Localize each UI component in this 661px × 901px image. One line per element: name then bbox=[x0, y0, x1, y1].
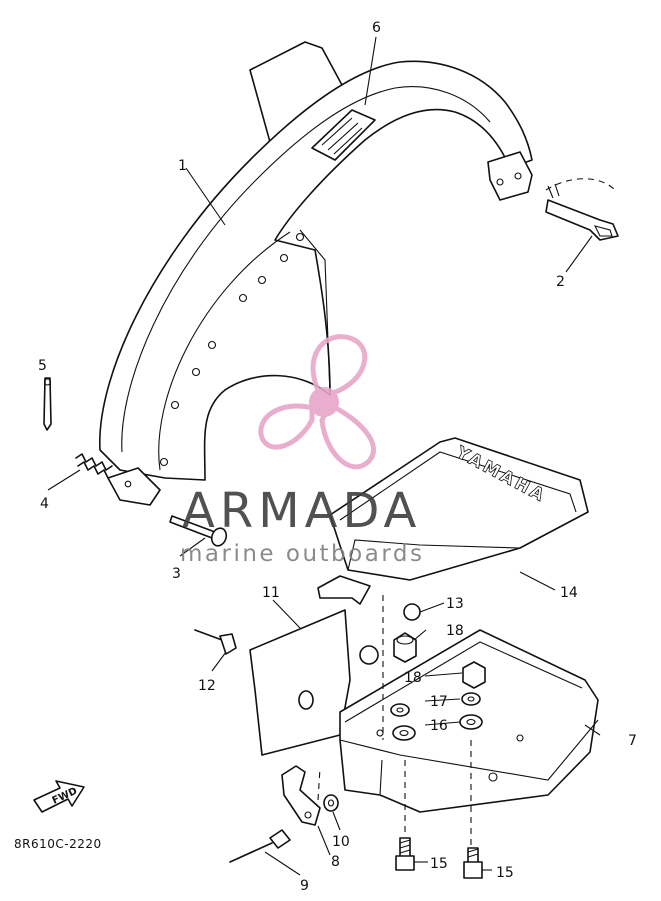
fender-cover-part bbox=[99, 41, 533, 506]
forward-arrow: FWD bbox=[33, 780, 85, 813]
watermark-title: ARMADA bbox=[182, 483, 421, 539]
pin-part bbox=[169, 515, 228, 547]
callout-8: 8 bbox=[331, 854, 340, 870]
callout-18a: 18 bbox=[446, 623, 464, 639]
callout-17: 17 bbox=[430, 694, 448, 710]
propeller-logo-icon bbox=[258, 334, 376, 470]
callout-9: 9 bbox=[300, 878, 309, 894]
callout-3: 3 bbox=[172, 566, 181, 582]
callout-18b: 18 bbox=[404, 670, 422, 686]
callout-12: 12 bbox=[198, 678, 216, 694]
callout-1: 1 bbox=[178, 158, 187, 174]
callout-11: 11 bbox=[262, 585, 280, 601]
gasket-plate-part bbox=[249, 609, 351, 756]
washer-parts bbox=[323, 603, 483, 812]
callout-14: 14 bbox=[560, 585, 578, 601]
callout-2: 2 bbox=[556, 274, 565, 290]
diagram-code: 8R610C-2220 bbox=[14, 837, 102, 851]
bolt-part-a bbox=[395, 837, 415, 871]
callout-10: 10 bbox=[332, 834, 350, 850]
box-cover-part: YAMAHA bbox=[317, 437, 589, 605]
clip-part bbox=[545, 178, 619, 241]
bracket-part bbox=[281, 765, 321, 826]
callout-7: 7 bbox=[628, 733, 637, 749]
callout-13: 13 bbox=[446, 596, 464, 612]
rivet-part bbox=[194, 629, 237, 655]
leader-lines bbox=[47, 36, 601, 876]
callout-15b: 15 bbox=[496, 865, 514, 881]
armada-watermark: ARMADA marine outboards bbox=[180, 334, 424, 567]
nut-part-2 bbox=[462, 661, 486, 689]
callout-15a: 15 bbox=[430, 856, 448, 872]
screw-part-9 bbox=[229, 829, 291, 863]
callout-labels: 1 2 3 4 5 6 7 8 9 10 11 12 13 14 15 15 1… bbox=[38, 20, 637, 894]
spring-part bbox=[75, 453, 113, 479]
bolt-part-b bbox=[463, 847, 483, 879]
callout-5: 5 bbox=[38, 358, 47, 374]
callout-4: 4 bbox=[40, 496, 49, 512]
callout-6: 6 bbox=[372, 20, 381, 36]
assembly-guides bbox=[317, 595, 472, 845]
watermark-subtitle: marine outboards bbox=[180, 541, 424, 567]
cotter-pin-part bbox=[43, 377, 52, 431]
callout-16: 16 bbox=[430, 718, 448, 734]
nut-part bbox=[393, 632, 417, 663]
